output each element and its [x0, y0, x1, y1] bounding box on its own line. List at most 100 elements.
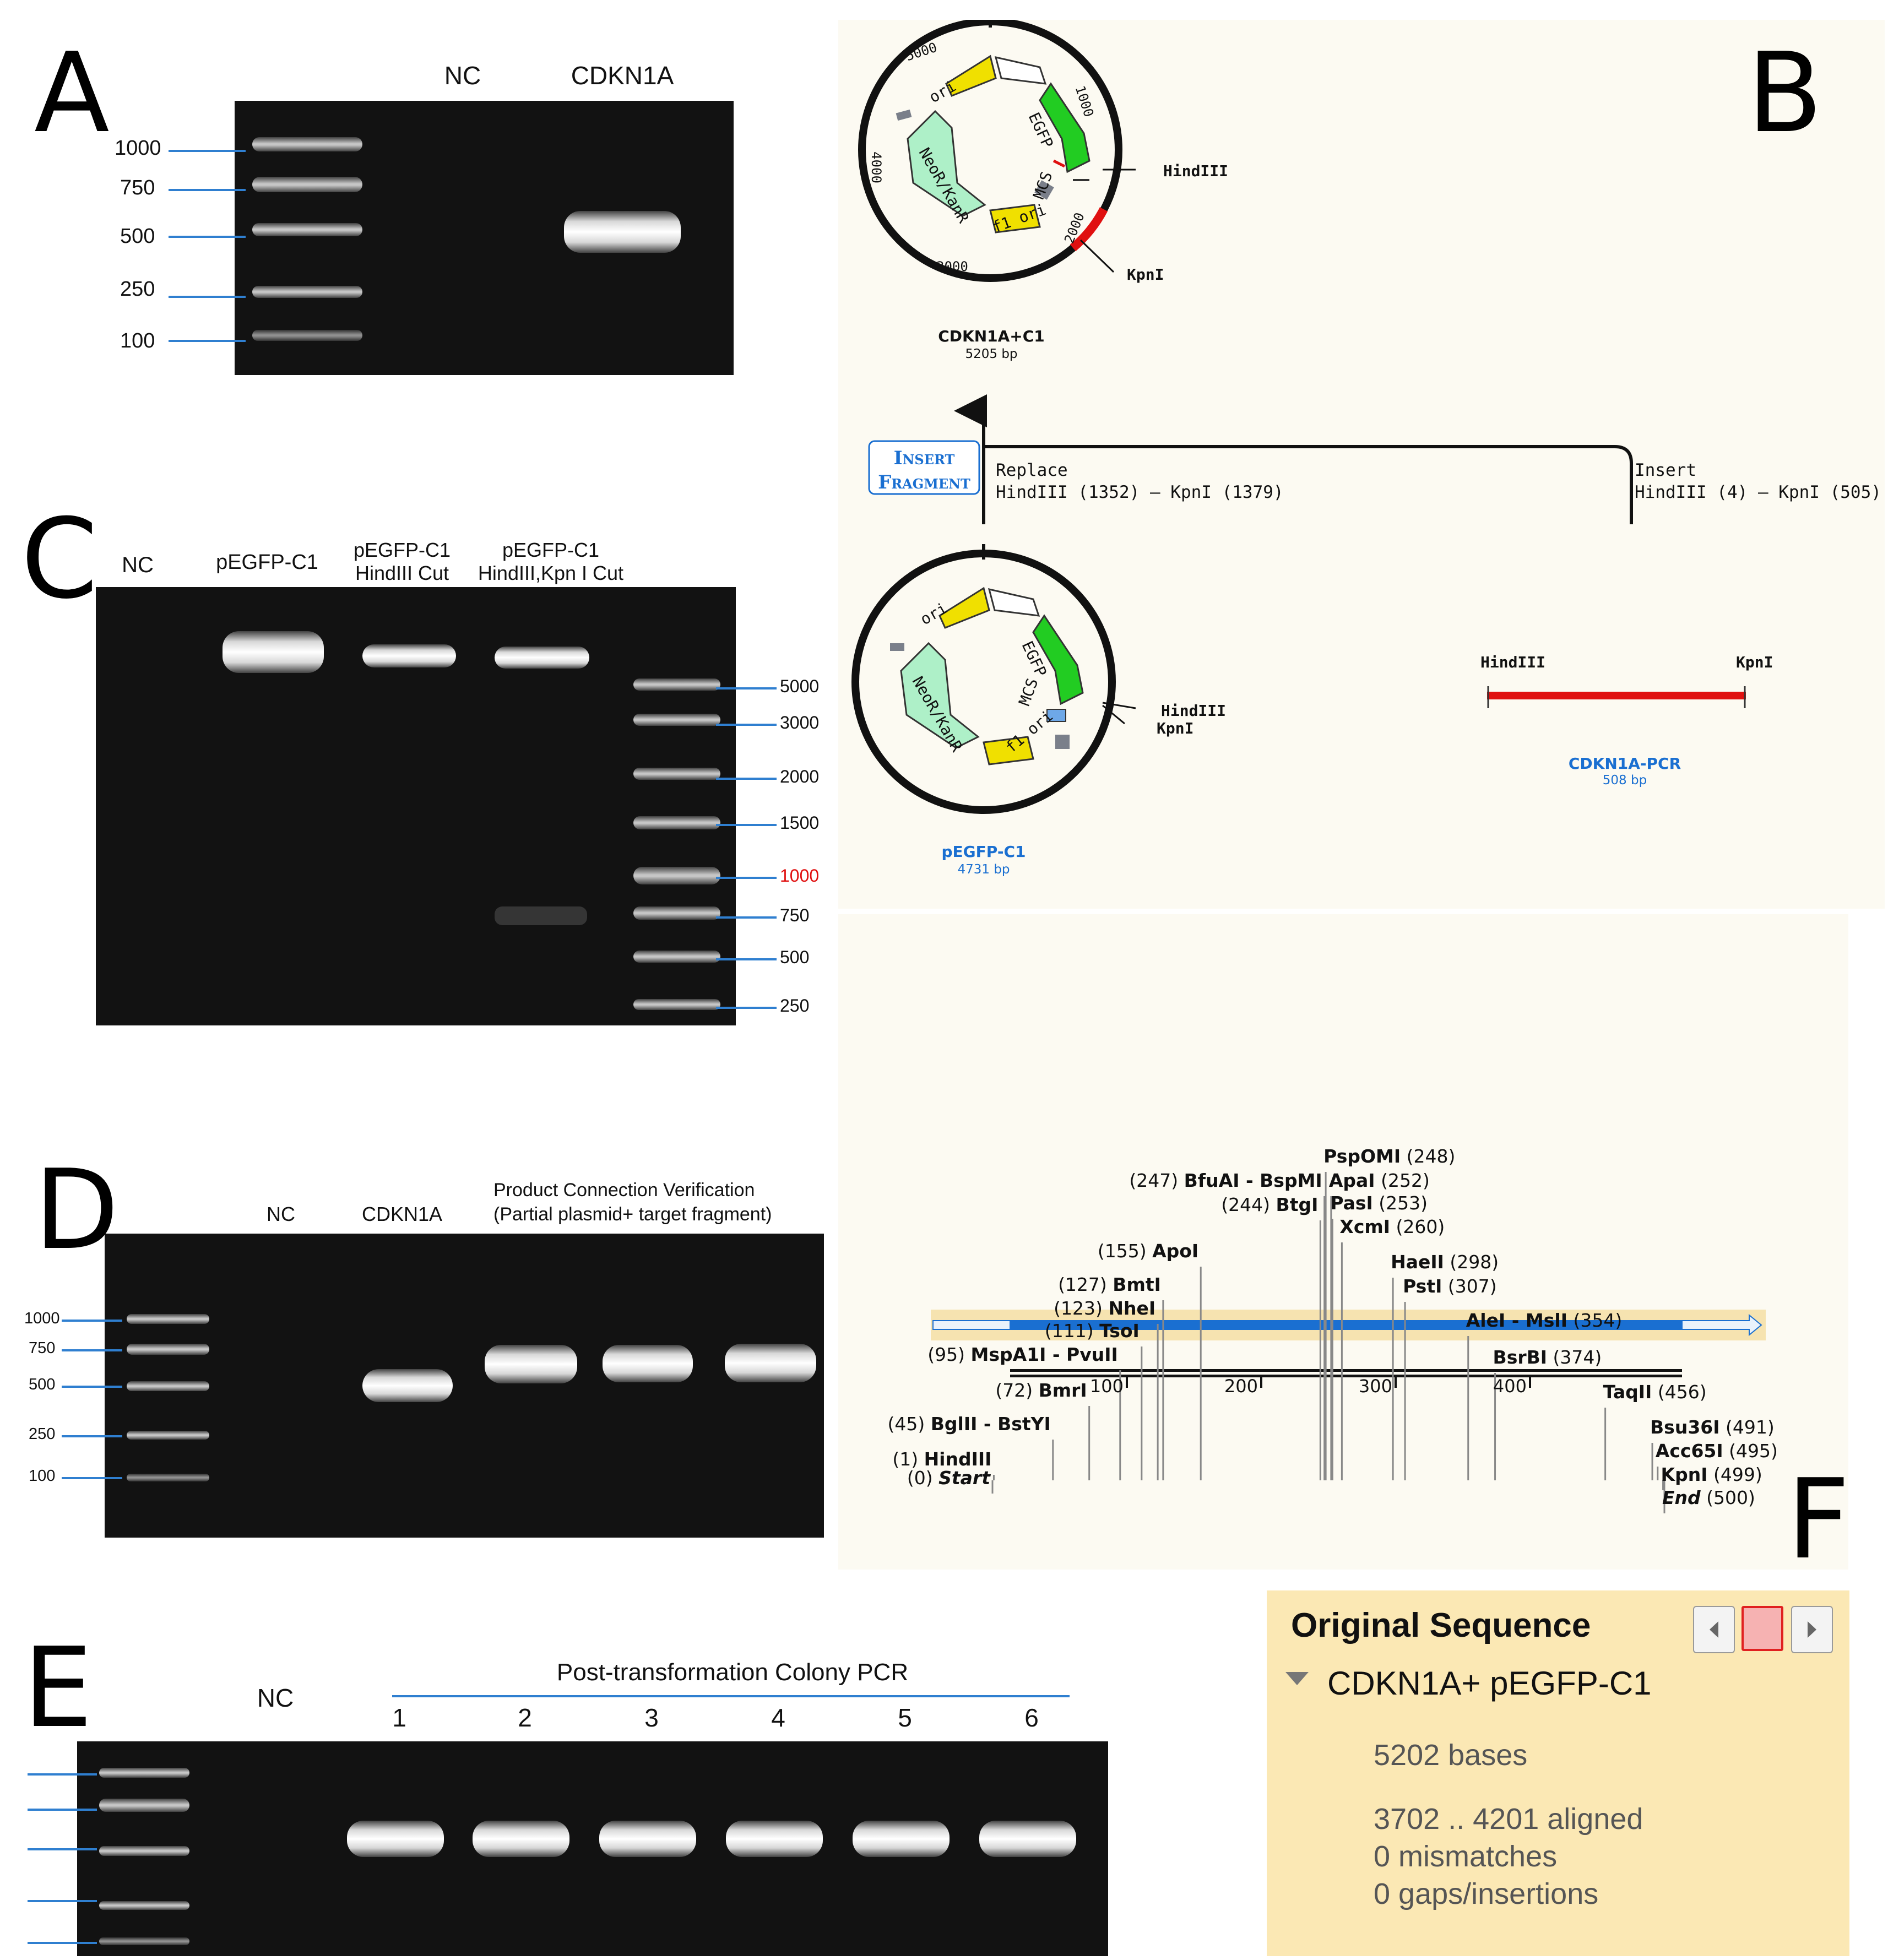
lane-label-nc: NC — [122, 553, 154, 577]
site-label-kpni: KpnI — [1157, 719, 1194, 737]
site-position: (111) — [1044, 1320, 1100, 1342]
site-name: BglII - BstYI — [930, 1413, 1051, 1435]
band-colony-4 — [726, 1821, 823, 1857]
restriction-site-label[interactable]: XcmI (260) — [1339, 1216, 1445, 1237]
gel-image-c — [96, 587, 736, 1025]
verification-label-line2: (Partial plasmid+ target fragment) — [493, 1204, 772, 1225]
marker-label: 1000 — [24, 1310, 60, 1327]
restriction-site-label[interactable]: PstI (307) — [1403, 1275, 1497, 1297]
site-position: (374) — [1547, 1347, 1602, 1368]
restriction-site-label[interactable]: (123) NheI — [1054, 1297, 1155, 1319]
site-position: (123) — [1054, 1297, 1109, 1319]
axis-tick-label: 400 — [1493, 1376, 1527, 1397]
restriction-site-label[interactable]: (95) MspA1I - PvuII — [927, 1344, 1118, 1365]
site-name: PspOMI — [1323, 1145, 1401, 1167]
insert-fragment-label-line2: Fragment — [878, 471, 970, 493]
panel-label-f: F — [1787, 1456, 1851, 1584]
band-cdkn1a — [564, 211, 681, 253]
restriction-site-label[interactable]: AleI - MslI (354) — [1466, 1310, 1623, 1331]
restriction-site-label[interactable]: (244) BtgI — [1221, 1194, 1318, 1215]
restriction-site-label[interactable]: (247) BfuAI - BspMI — [1129, 1170, 1322, 1191]
restriction-site-label[interactable]: Bsu36I (491) — [1650, 1416, 1775, 1438]
site-name: HaeII — [1391, 1251, 1444, 1273]
site-name: BsrBI — [1493, 1347, 1548, 1368]
panel-label-b: B — [1747, 29, 1823, 158]
marker-label: 1500 — [780, 813, 820, 833]
pcr-site-kpni: KpnI — [1736, 653, 1773, 671]
marker-label: 5000 — [780, 676, 820, 696]
band-colony-1 — [347, 1821, 444, 1857]
triangle-down-icon — [1285, 1672, 1309, 1685]
axis-tick-label: 200 — [1224, 1376, 1258, 1397]
site-name: BfuAI - BspMI — [1184, 1170, 1322, 1191]
marker-label: 500 — [29, 1376, 56, 1393]
panel-label-c: C — [21, 495, 98, 623]
restriction-site-label[interactable]: End (500) — [1662, 1487, 1755, 1508]
band-fragment — [495, 906, 587, 925]
restriction-site-label[interactable]: (127) BmtI — [1058, 1274, 1161, 1295]
result-plasmid-name: CDKN1A+C1 — [938, 327, 1045, 345]
lane-label-nc: NC — [267, 1203, 295, 1225]
map-tick: 3000 — [936, 259, 968, 274]
band-colony-3 — [599, 1821, 696, 1857]
site-label-hindiii: HindIII — [1161, 702, 1227, 720]
lane-label-double-cut: HindIII,Kpn I Cut — [478, 562, 624, 584]
restriction-site-label[interactable]: (155) ApoI — [1098, 1240, 1198, 1262]
panel-f-background — [838, 914, 1848, 1570]
egfp-arrow — [1039, 82, 1091, 173]
site-name: TsoI — [1099, 1320, 1140, 1342]
restriction-site-label[interactable]: (0) Start — [907, 1467, 990, 1489]
result-plasmid-size: 5205 bp — [965, 347, 1018, 361]
site-position: (72) — [995, 1380, 1039, 1401]
restriction-site-label[interactable]: (72) BmrI — [995, 1380, 1087, 1401]
restriction-site-label[interactable]: ApaI (252) — [1329, 1170, 1430, 1191]
restriction-site-label[interactable]: TaqII (456) — [1603, 1381, 1707, 1403]
restriction-site-label[interactable]: (1) HindIII — [892, 1448, 991, 1470]
previous-button[interactable] — [1693, 1606, 1735, 1653]
band-colony-6 — [979, 1821, 1076, 1857]
site-label-hindiii: HindIII — [1163, 162, 1229, 180]
site-position: (260) — [1390, 1216, 1445, 1237]
site-position: (495) — [1723, 1440, 1778, 1462]
site-name: XcmI — [1339, 1216, 1391, 1237]
band-cdkn1a — [362, 1369, 453, 1402]
site-name: KpnI — [1661, 1464, 1708, 1485]
site-position: (456) — [1652, 1381, 1707, 1403]
restriction-site-label[interactable]: (111) TsoI — [1045, 1320, 1140, 1342]
marker-label: 750 — [780, 905, 810, 925]
lane-number: 6 — [1024, 1703, 1039, 1732]
insert-range: HindIII (4) — KpnI (505) — [1635, 482, 1881, 502]
site-name: BmtI — [1113, 1274, 1161, 1295]
collapse-toggle[interactable] — [1283, 1668, 1311, 1692]
band-hind-cut — [362, 644, 456, 667]
site-position: (298) — [1444, 1251, 1499, 1273]
sequence-box: Original Sequence CDKN1A+ pEGFP-C1 5202 … — [1267, 1590, 1849, 1956]
site-name: PstI — [1403, 1275, 1442, 1297]
site-name: Acc65I — [1655, 1440, 1723, 1462]
site-name: ApaI — [1328, 1170, 1375, 1191]
restriction-site-label[interactable]: Acc65I (495) — [1656, 1440, 1778, 1462]
marker-label: 500 — [120, 225, 155, 248]
site-position: (500) — [1700, 1487, 1755, 1508]
color-swatch-button[interactable] — [1741, 1606, 1783, 1651]
next-button[interactable] — [1791, 1606, 1833, 1653]
sequence-box-title: Original Sequence — [1291, 1606, 1591, 1644]
marker-label: 250 — [780, 996, 810, 1016]
gel-image-e — [77, 1741, 1108, 1956]
restriction-site-label[interactable]: (45) BglII - BstYI — [888, 1413, 1051, 1435]
band-product-1 — [485, 1345, 577, 1383]
sequence-entry-name[interactable]: CDKN1A+ pEGFP-C1 — [1327, 1665, 1652, 1702]
restriction-site-label[interactable]: PasI (253) — [1330, 1192, 1428, 1214]
ori-arrow — [945, 55, 997, 97]
site-name: Bsu36I — [1650, 1416, 1720, 1438]
insert-label: Insert — [1635, 460, 1696, 480]
restriction-site-label[interactable]: PspOMI (248) — [1323, 1145, 1455, 1167]
restriction-site-label[interactable]: BsrBI (374) — [1493, 1347, 1602, 1368]
restriction-site-label[interactable]: KpnI (499) — [1661, 1464, 1762, 1485]
marker-label: 750 — [29, 1339, 56, 1357]
gel-image-d — [105, 1234, 824, 1538]
site-position: (307) — [1442, 1275, 1497, 1297]
restriction-site-label[interactable]: HaeII (298) — [1391, 1251, 1499, 1273]
insert-fragment-button[interactable]: Insert Fragment — [870, 446, 978, 495]
panel-label-e: E — [23, 1624, 93, 1752]
